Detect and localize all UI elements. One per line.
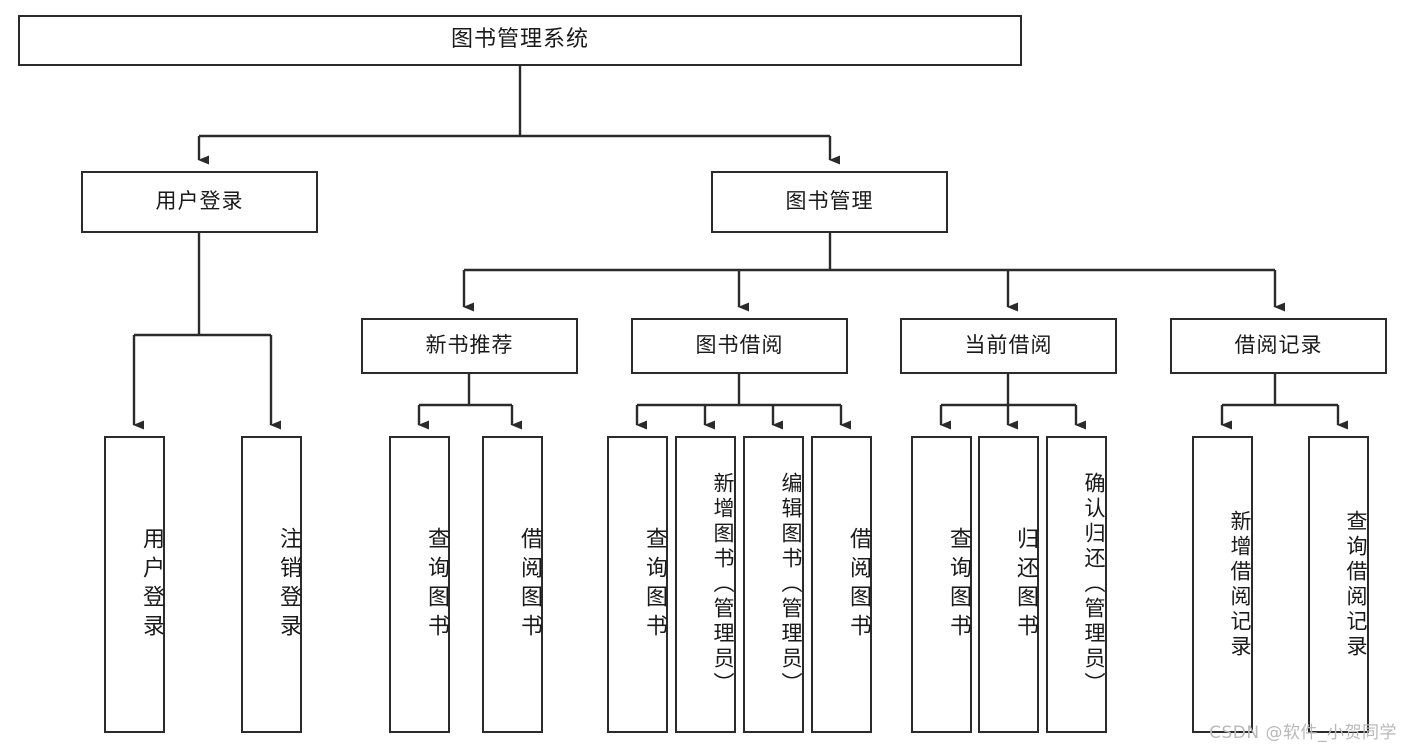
node-label: 查询图书 bbox=[424, 526, 449, 643]
leaf-current-borrow-query-books[interactable]: 查询图书 bbox=[911, 436, 972, 733]
node-label: 编辑图书（管理员） bbox=[779, 472, 803, 697]
csdn-watermark: CSDN @软件_小贺同学 bbox=[1209, 723, 1397, 743]
node-label: 查询借阅记录 bbox=[1344, 509, 1368, 660]
node-book-borrowing[interactable]: 图书借阅 bbox=[631, 318, 848, 374]
node-label: 用户登录 bbox=[155, 189, 244, 214]
leaf-new-book-borrow-books[interactable]: 借阅图书 bbox=[482, 436, 543, 733]
node-label: 借阅图书 bbox=[517, 526, 542, 643]
node-current-borrowing[interactable]: 当前借阅 bbox=[900, 318, 1117, 374]
node-label: 新增图书（管理员） bbox=[711, 472, 735, 697]
node-new-book-recommendation[interactable]: 新书推荐 bbox=[361, 318, 578, 374]
node-label: 借阅图书 bbox=[846, 526, 871, 643]
node-root-book-management-system[interactable]: 图书管理系统 bbox=[18, 15, 1022, 66]
leaf-book-borrow-add-book-admin[interactable]: 新增图书（管理员） bbox=[675, 436, 736, 733]
node-borrowing-records[interactable]: 借阅记录 bbox=[1170, 318, 1387, 374]
node-label: 当前借阅 bbox=[964, 333, 1053, 358]
node-label: 确认归还（管理员） bbox=[1082, 472, 1106, 697]
leaf-borrow-record-query-record[interactable]: 查询借阅记录 bbox=[1308, 436, 1369, 733]
node-label: 注销登录 bbox=[276, 526, 301, 643]
node-label: 新增借阅记录 bbox=[1228, 509, 1252, 660]
leaf-current-borrow-confirm-return-admin[interactable]: 确认归还（管理员） bbox=[1046, 436, 1107, 733]
node-label: 借阅记录 bbox=[1234, 333, 1323, 358]
node-label: 图书管理系统 bbox=[450, 27, 589, 53]
leaf-current-borrow-return-books[interactable]: 归还图书 bbox=[978, 436, 1039, 733]
node-label: 查询图书 bbox=[642, 526, 667, 643]
leaf-new-book-query-books[interactable]: 查询图书 bbox=[389, 436, 450, 733]
leaf-borrow-record-add-record[interactable]: 新增借阅记录 bbox=[1192, 436, 1253, 733]
node-label: 用户登录 bbox=[139, 526, 164, 643]
node-label: 归还图书 bbox=[1013, 526, 1038, 643]
node-label: 查询图书 bbox=[946, 526, 971, 643]
leaf-book-borrow-borrow-books[interactable]: 借阅图书 bbox=[811, 436, 872, 733]
node-label: 图书管理 bbox=[785, 189, 874, 214]
leaf-user-login-login[interactable]: 用户登录 bbox=[104, 436, 165, 733]
leaf-user-login-logout[interactable]: 注销登录 bbox=[241, 436, 302, 733]
leaf-book-borrow-edit-book-admin[interactable]: 编辑图书（管理员） bbox=[743, 436, 804, 733]
node-label: 图书借阅 bbox=[695, 333, 784, 358]
node-label: 新书推荐 bbox=[425, 333, 514, 358]
leaf-book-borrow-query-books[interactable]: 查询图书 bbox=[607, 436, 668, 733]
node-user-login[interactable]: 用户登录 bbox=[81, 171, 318, 233]
node-book-management[interactable]: 图书管理 bbox=[711, 171, 948, 233]
